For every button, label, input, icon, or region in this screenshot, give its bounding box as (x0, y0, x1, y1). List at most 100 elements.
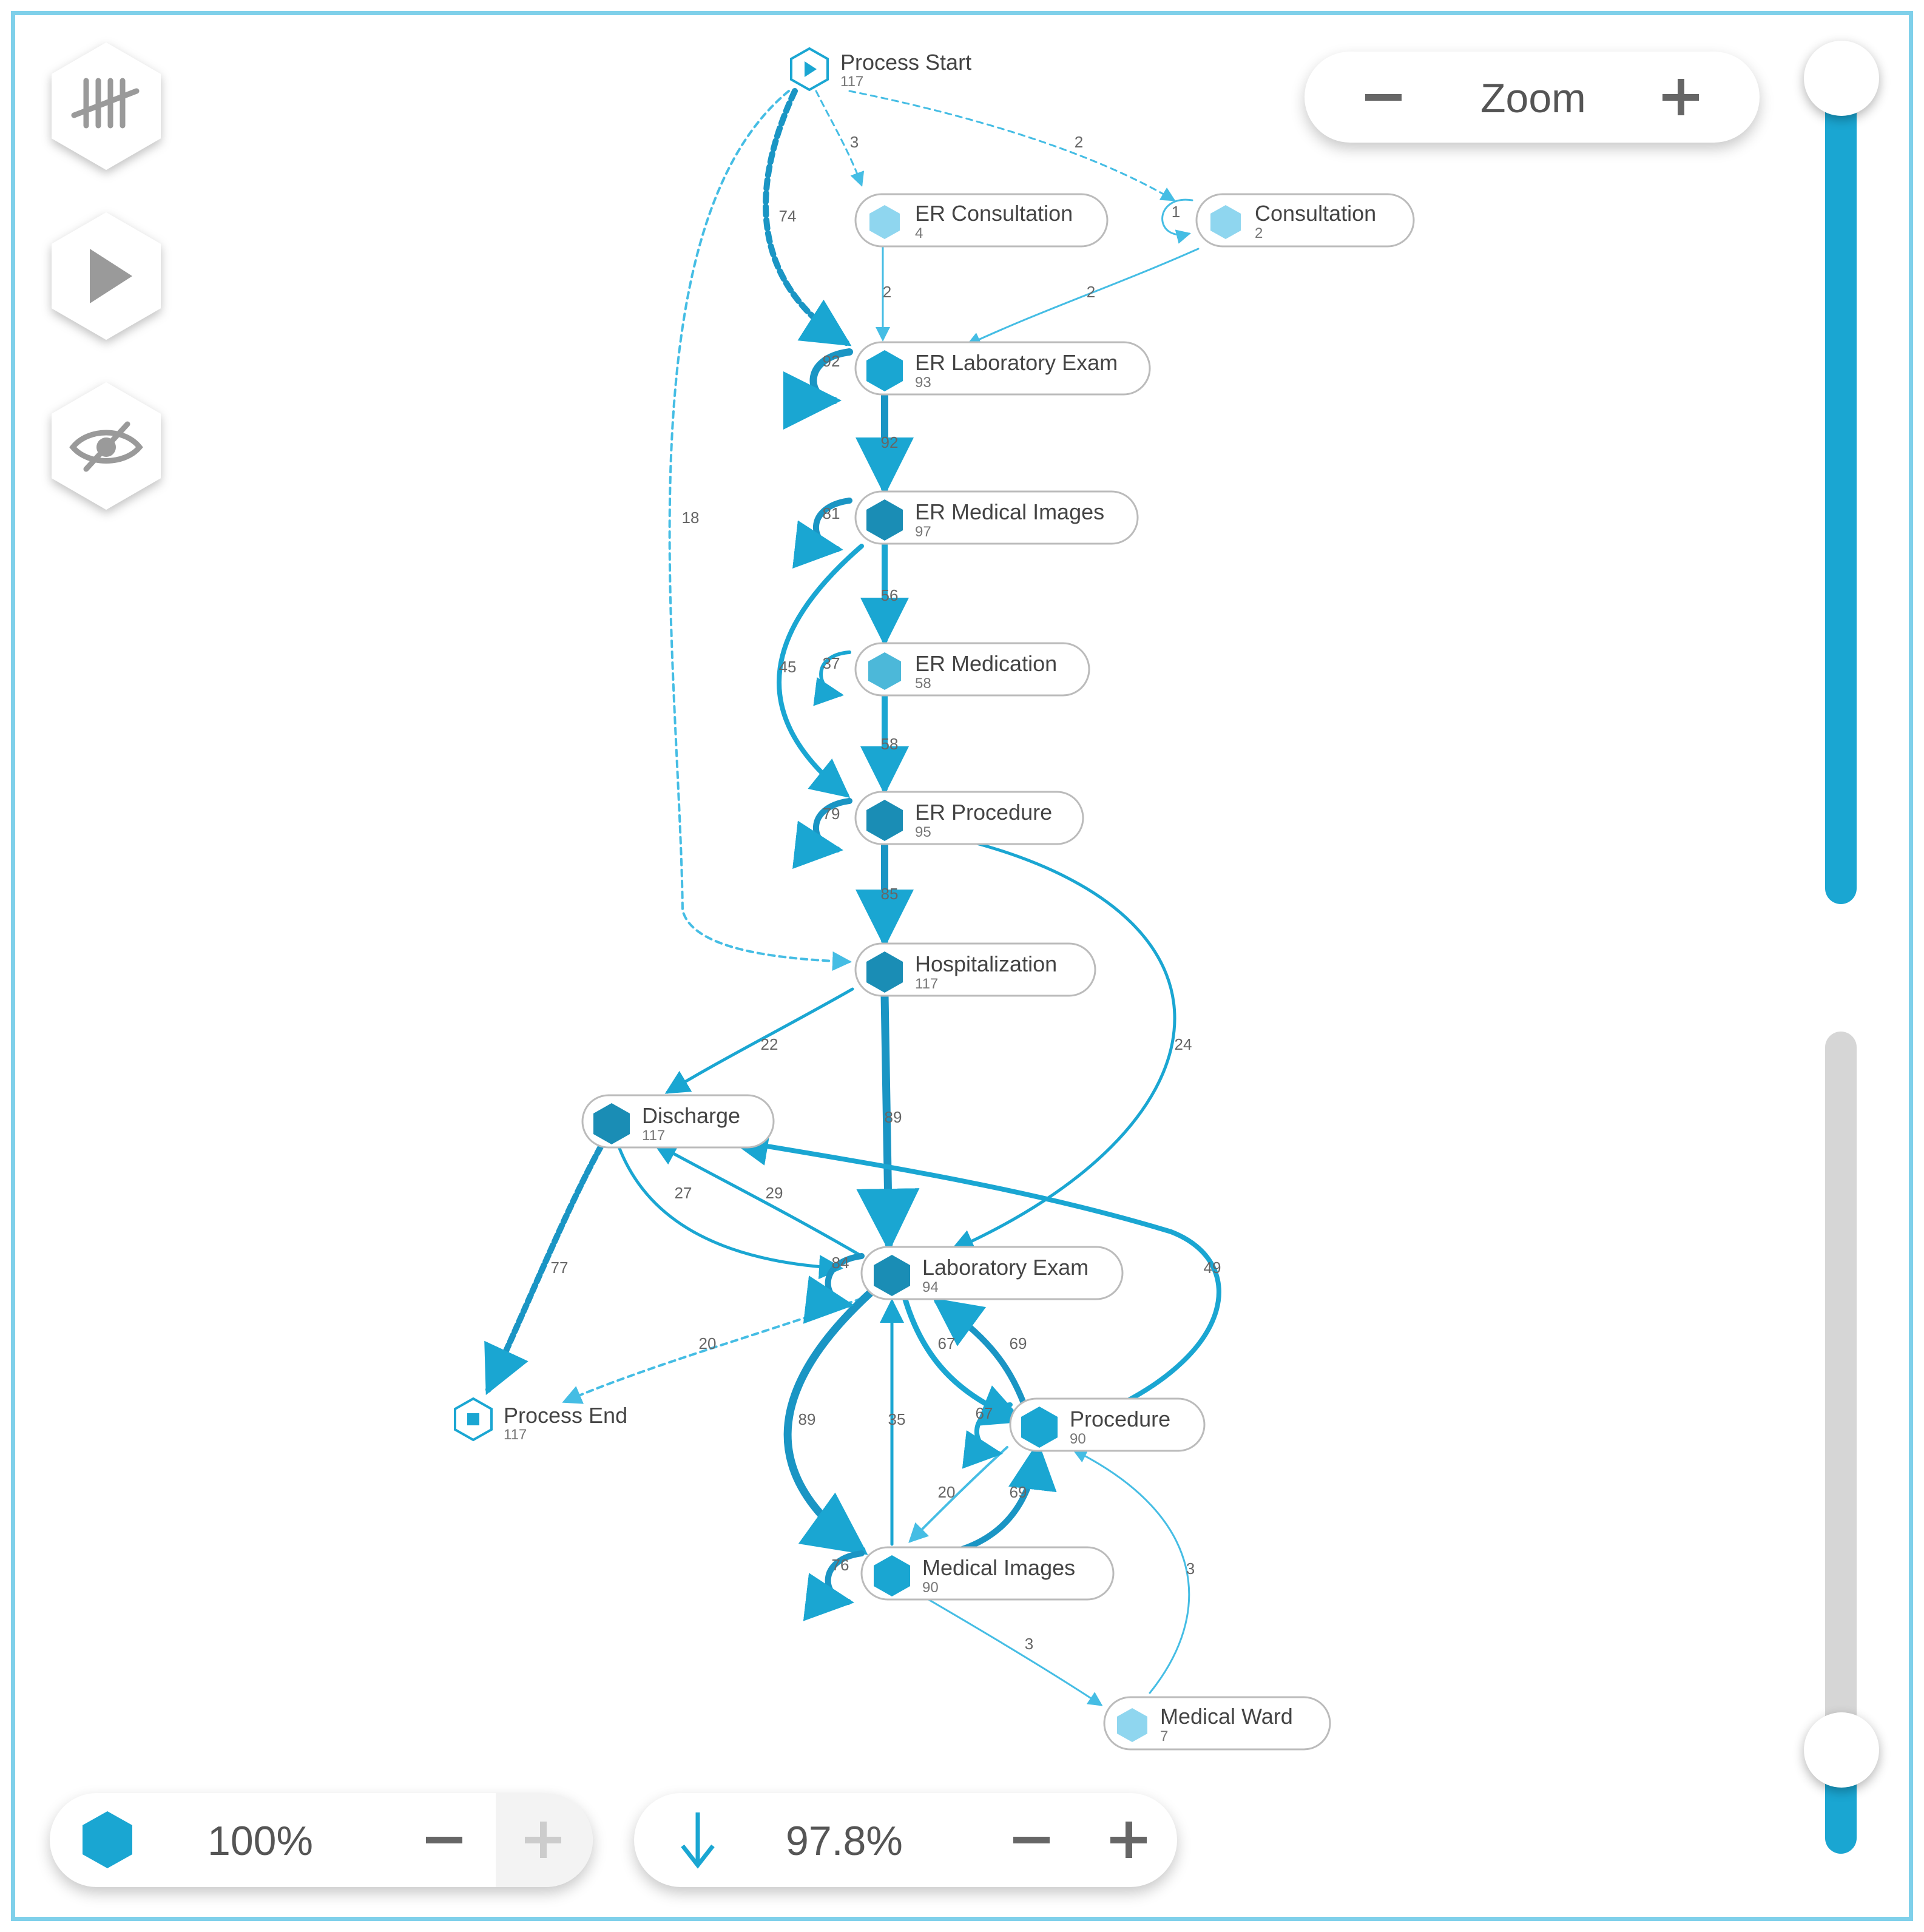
zoom-out-button[interactable] (1362, 76, 1405, 118)
edge-label: 49 (1204, 1258, 1221, 1277)
edge-label: 27 (675, 1184, 692, 1202)
tally-button[interactable] (36, 33, 176, 185)
node-count: 7 (1160, 1728, 1168, 1745)
node-er-consultation[interactable]: ER Consultation 4 (854, 193, 1109, 248)
edge-label: 2 (1075, 133, 1083, 151)
edge-label: 69 (1010, 1334, 1027, 1353)
edge-discharge-end[interactable] (484, 1144, 604, 1396)
node-procedure[interactable]: Procedure 90 (1009, 1397, 1206, 1452)
node-count: 95 (915, 824, 931, 840)
node-label: ER Medication (915, 651, 1057, 676)
edge-start-ercons[interactable] (815, 90, 865, 187)
node-er-medication[interactable]: ER Medication 58 (854, 642, 1090, 697)
edge-label: 2 (883, 283, 891, 301)
node-process-start[interactable]: Process Start 117 (790, 47, 971, 92)
node-laboratory-exam[interactable]: Laboratory Exam 94 (860, 1246, 1124, 1300)
eye-off-icon (69, 421, 143, 472)
node-er-procedure[interactable]: ER Procedure 95 (854, 791, 1084, 845)
edge-proc-lab[interactable] (932, 1298, 1028, 1411)
paths-increase-button[interactable] (1107, 1819, 1150, 1861)
node-label: Discharge (642, 1103, 740, 1128)
edge-erlab-self[interactable] (783, 348, 853, 430)
node-er-medical-images[interactable]: ER Medical Images 97 (854, 490, 1139, 545)
edge-cons-self[interactable] (1161, 198, 1193, 244)
node-label: Process Start (840, 50, 971, 75)
edge-medimg-ward[interactable] (921, 1595, 1103, 1706)
paths-slider-handle[interactable] (1804, 1712, 1879, 1788)
node-process-end[interactable]: Process End 117 (454, 1397, 627, 1443)
play-button[interactable] (36, 203, 176, 355)
edge-ermed-self[interactable] (792, 498, 852, 569)
activities-increase-button[interactable] (496, 1793, 593, 1887)
edge-label: 3 (1025, 1635, 1033, 1653)
edge-label: 35 (888, 1410, 906, 1428)
node-count: 117 (642, 1127, 665, 1144)
node-count: 93 (915, 374, 931, 391)
edge-label: 58 (881, 735, 899, 753)
edge-ermed-erproc[interactable] (777, 544, 864, 799)
node-label: Consultation (1255, 201, 1376, 226)
paths-control: 97.8% (634, 1793, 1177, 1887)
edge-label: 29 (766, 1184, 783, 1202)
edge-start-erlab[interactable] (763, 88, 852, 346)
edge-proc-discharge[interactable] (729, 1127, 1221, 1422)
edge-lab-discharge[interactable] (652, 1142, 863, 1258)
edge-hosp-discharge[interactable] (664, 987, 854, 1094)
minus-icon (426, 1837, 462, 1843)
node-label: ER Procedure (915, 800, 1052, 825)
edge-erproc-self[interactable] (792, 798, 852, 869)
edge-medimg-proc[interactable] (956, 1441, 1057, 1553)
edge-discharge-lab[interactable] (617, 1145, 843, 1280)
edge-label: 20 (938, 1483, 956, 1501)
zoom-in-button[interactable] (1659, 76, 1702, 118)
node-er-laboratory-exam[interactable]: ER Laboratory Exam 93 (854, 341, 1151, 396)
edge-start-hosp[interactable] (668, 90, 852, 971)
node-label: Process End (504, 1403, 627, 1428)
edge-label: 18 (682, 508, 700, 527)
paths-decrease-button[interactable] (1010, 1819, 1053, 1861)
node-count: 90 (922, 1579, 939, 1596)
edge-label: 89 (885, 1108, 902, 1126)
edge-label: 1 (1172, 203, 1180, 221)
hexagon-icon (83, 1811, 132, 1868)
edge-proc-self[interactable] (962, 1402, 1013, 1469)
edge-label: 37 (823, 654, 840, 672)
edge-hosp-lab[interactable] (856, 991, 920, 1252)
activities-slider-handle[interactable] (1804, 41, 1879, 116)
edge-label: 45 (779, 658, 797, 676)
minus-icon (1365, 94, 1402, 101)
node-count: 94 (922, 1279, 939, 1295)
node-count: 117 (840, 73, 863, 90)
edge-medimg-self[interactable] (803, 1550, 865, 1621)
edge-cons-erlab[interactable] (966, 248, 1200, 346)
node-medical-ward[interactable]: Medical Ward 7 (1103, 1696, 1331, 1751)
node-consultation[interactable]: Consultation 2 (1195, 193, 1415, 248)
node-label: Hospitalization (915, 951, 1057, 976)
node-label: ER Laboratory Exam (915, 350, 1118, 375)
node-label: Medical Images (922, 1555, 1075, 1580)
edge-label: 3 (1186, 1559, 1195, 1578)
edge-label: 67 (938, 1334, 956, 1353)
node-count: 117 (915, 976, 938, 992)
edge-ermedication-self[interactable] (813, 650, 851, 706)
edge-erproc-lab[interactable] (950, 842, 1176, 1253)
node-discharge[interactable]: Discharge 117 (581, 1094, 775, 1149)
edge-proc-medimg[interactable] (908, 1446, 1008, 1543)
node-count: 97 (915, 524, 931, 540)
node-hospitalization[interactable]: Hospitalization 117 (854, 942, 1096, 997)
activities-decrease-button[interactable] (423, 1819, 465, 1861)
node-label: ER Medical Images (915, 499, 1104, 524)
node-medical-images[interactable]: Medical Images 90 (860, 1546, 1115, 1601)
node-count: 117 (504, 1427, 527, 1443)
edge-lab-medimg[interactable] (783, 1288, 875, 1555)
edge-start-cons[interactable] (848, 90, 1176, 201)
edge-label: 84 (832, 1254, 849, 1272)
visibility-button[interactable] (36, 373, 176, 525)
paths-value: 97.8% (786, 1818, 903, 1864)
edge-lab-self[interactable] (803, 1253, 865, 1324)
edge-ward-proc[interactable] (1072, 1449, 1190, 1694)
zoom-label: Zoom (1480, 75, 1586, 121)
minus-icon (1013, 1837, 1050, 1843)
activities-slider-track[interactable] (1825, 73, 1857, 904)
node-count: 58 (915, 675, 931, 692)
